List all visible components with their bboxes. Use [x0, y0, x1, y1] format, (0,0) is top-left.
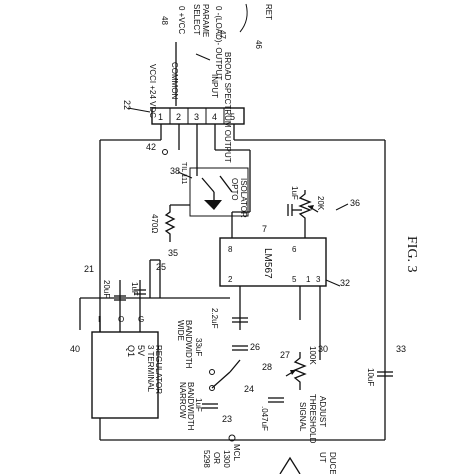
ref-24: 24 [244, 384, 254, 394]
label-wide: WIDE [176, 320, 185, 341]
cap-1uf: 1uF [130, 280, 146, 316]
label-narrow: NARROW [178, 382, 187, 419]
cap-1uf-lower-label: 1uF [194, 398, 203, 412]
node-42 [162, 149, 168, 155]
cap-047uf-label: .047uF [260, 406, 269, 431]
cap-047uf: .047uF [260, 397, 284, 431]
ref-47: 47 [218, 30, 227, 39]
label-input: INPUT [210, 74, 219, 98]
bandwidth-switch [209, 359, 241, 391]
ref-42: 42 [146, 142, 156, 152]
mcl-num2: 5298 [202, 450, 211, 468]
wiring [79, 124, 386, 441]
cap-20uf: 20uF [102, 280, 126, 316]
ic-lm567: LM567 8 2 6 5 1 3 [219, 182, 327, 360]
ref-32: 32 [340, 278, 350, 288]
cap-33uf-label: 33uF [194, 338, 203, 356]
regulator: Q1 5V 3 TERMINAL REGULATOR I O G [91, 315, 163, 419]
cap-33uf: 33uF [194, 338, 248, 356]
label-threshold: THRESHOLD [308, 394, 317, 444]
ref-28: 28 [262, 362, 272, 372]
reg-v: 5V [136, 345, 146, 356]
reg-pin-i: I [98, 315, 100, 324]
cap-2-2uf: 2.2uF [210, 308, 248, 330]
top-connections: 0 +VCC 48 SELECT PARAME 0 -(LOAD)- OUTPU… [160, 3, 273, 106]
mcl-num: 1300 [222, 450, 231, 468]
cap-2-2uf-label: 2.2uF [210, 308, 219, 329]
reg-type: 3 TERMINAL [146, 345, 155, 393]
opto-label: OPTO [230, 178, 239, 201]
opto-part: TIL 111 [180, 162, 187, 185]
label-signal: SIGNAL [298, 402, 307, 432]
reg-q: Q1 [126, 345, 136, 357]
label-output: BROAD SPECTRUM OUTPUT [223, 52, 232, 163]
ref-35: 35 [168, 248, 178, 258]
cap-1uf-label: 1uF [130, 282, 139, 296]
ref-27: 27 [280, 350, 290, 360]
ref-40: 40 [70, 344, 80, 354]
label-common: COMMON [170, 62, 179, 100]
pot-100k-label: 100K [308, 346, 317, 365]
top-load: 0 -(LOAD)- OUTPUT [214, 6, 223, 80]
ic-name: LM567 [262, 248, 273, 279]
top-parame: PARAME [201, 4, 210, 37]
pot-20k-label: 20K [316, 196, 325, 211]
cap-10uf-label: 10uF [366, 368, 375, 386]
label-adjust: ADJUST [318, 396, 327, 427]
pot-100k: 100K [285, 346, 317, 390]
ref-21: 21 [84, 264, 94, 274]
cap-20uf-label: 20uF [102, 280, 111, 298]
mcl-or: OR [212, 452, 221, 464]
ref-22: 22 [122, 100, 132, 110]
terminal-3: 3 [194, 112, 199, 122]
figure-label: FIG. 3 [404, 236, 419, 273]
ref-23: 23 [222, 414, 232, 424]
terminal-5: 5 [230, 112, 235, 122]
cap-10uf: 10uF [366, 368, 393, 386]
ref-38: 38 [170, 166, 180, 176]
resistor-470-label: 470Ω [150, 214, 159, 233]
ref-33: 33 [396, 344, 406, 354]
cap-1uf-lower: 1uF [194, 398, 218, 412]
ref-7: 7 [262, 224, 267, 234]
reg-pin-g: G [138, 315, 144, 324]
mcl: MCL [232, 444, 241, 461]
opto-label2: ISOLATOR [239, 178, 248, 218]
ref-48: 48 [160, 16, 169, 25]
ref-36: 36 [350, 198, 360, 208]
terminal-1: 1 [158, 112, 163, 122]
label-vcc: VCCI +24 VDC [148, 64, 157, 118]
top-vcc: 0 +VCC [177, 6, 186, 34]
terminal-4: 4 [212, 112, 217, 122]
ic-pin-5: 5 [292, 275, 297, 284]
reg-kind: REGULATOR [154, 345, 163, 394]
label-narrow-bw: BANDWIDTH [186, 382, 195, 431]
ref-30: 30 [318, 344, 328, 354]
terminal-2: 2 [176, 112, 181, 122]
label-bandwidth: BANDWIDTH [184, 320, 193, 369]
ic-pin-2: 2 [228, 275, 233, 284]
transducer-fragment: UT DUCE [279, 452, 337, 474]
ic-pin-6: 6 [292, 245, 297, 254]
top-ret: RET [264, 4, 273, 20]
cap-1uf-top: 1uF [287, 186, 302, 216]
cap-1uf-top-label: 1uF [290, 186, 299, 200]
node-23 [228, 434, 236, 442]
reg-pin-o: O [118, 315, 124, 324]
ref-46: 46 [254, 40, 263, 49]
top-select: SELECT [192, 4, 201, 35]
resistor-470: 470Ω [150, 204, 190, 242]
ref-26: 26 [250, 342, 260, 352]
opto-isolator: OPTO ISOLATOR TIL 111 [180, 160, 249, 218]
ref-25: 25 [156, 262, 166, 272]
ic-pin-8: 8 [228, 245, 233, 254]
ic-pin-3: 3 [316, 275, 321, 284]
pot-20k: 20K [298, 190, 325, 224]
ic-pin-1: 1 [306, 275, 311, 284]
terminal-strip: 1 2 3 4 5 [151, 107, 245, 125]
bottom-text: UT [318, 452, 327, 463]
bottom-text2: DUCE [328, 452, 337, 474]
